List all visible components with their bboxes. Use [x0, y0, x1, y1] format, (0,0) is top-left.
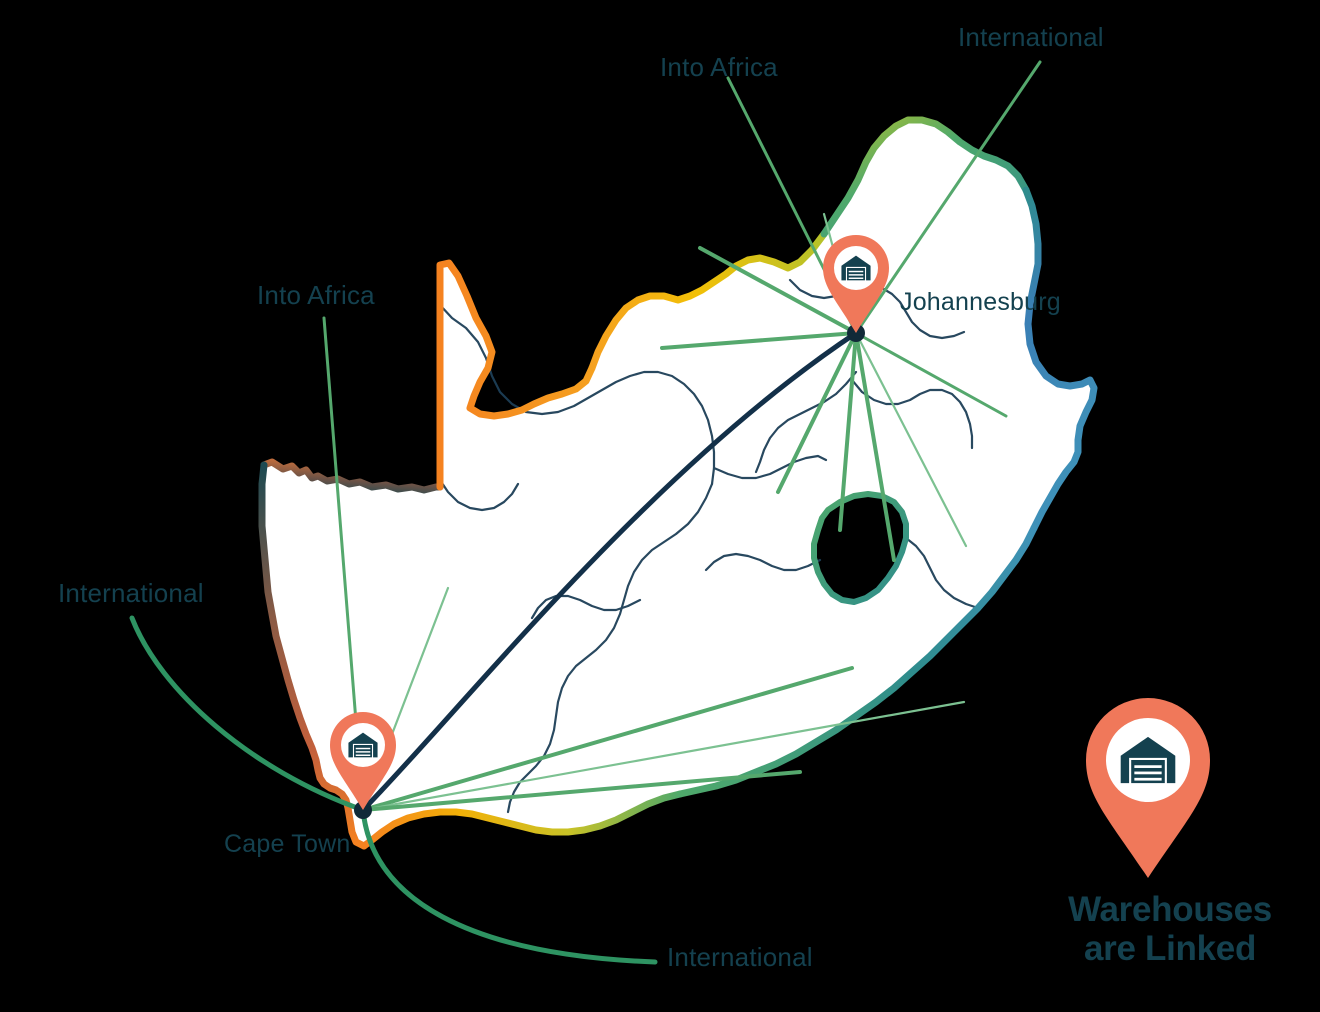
route-label-cpt-international: International — [58, 578, 204, 608]
route-jhb-southeast — [854, 331, 968, 548]
route-cpt-east-thin — [361, 700, 966, 812]
city-label-johannesburg: Johannesburg — [900, 288, 1061, 316]
route-label-cpt-into-africa: Into Africa — [257, 280, 375, 310]
route-jhb-northwest — [698, 246, 858, 335]
border-south — [360, 790, 684, 850]
route-label-jhb-international: International — [958, 22, 1104, 52]
route-jhb-south — [838, 331, 858, 532]
pin-inner-circle — [834, 246, 878, 290]
legend-caption-line1: Warehouses — [1068, 890, 1272, 929]
border-north — [588, 230, 828, 372]
route-jhb-west — [660, 331, 858, 350]
border-lesotho — [811, 491, 909, 605]
city-label-cape-town: Cape Town — [224, 830, 351, 858]
warehouse-icon — [1120, 736, 1176, 784]
route-jhb-far-south — [854, 331, 896, 562]
domestic-link — [360, 330, 859, 813]
legend-pin — [1086, 698, 1210, 878]
country-landmass — [262, 120, 1094, 846]
national-border — [258, 116, 1098, 850]
warehouse-icon — [841, 255, 871, 281]
province-boundaries — [438, 278, 980, 814]
route-cpt-east — [361, 770, 802, 812]
border-east — [1022, 186, 1098, 532]
border-northeast — [820, 116, 1030, 238]
route-jhb-east — [854, 331, 1008, 418]
route-cpt-ne-mid — [361, 666, 854, 812]
map-pin-cape-town[interactable] — [330, 712, 396, 810]
route-label-jhb-into-africa: Into Africa — [660, 52, 778, 82]
legend-caption-line2: are Linked — [1083, 929, 1257, 969]
route-jhb-southwest — [776, 331, 858, 494]
route-cpt-international — [129, 615, 366, 813]
border-northwest — [436, 259, 596, 491]
legend-caption: Warehouses are Linked — [1020, 890, 1320, 968]
route-label-cpt-international-south: International — [667, 942, 813, 972]
pin-inner-circle — [341, 723, 385, 767]
warehouse-icon — [348, 732, 378, 758]
map-pin-johannesburg[interactable] — [823, 235, 889, 333]
route-capetown-johannesburg — [360, 330, 859, 813]
route-cpt-international-south — [360, 807, 658, 965]
route-jhb-international — [854, 60, 1042, 335]
south-africa-fill — [262, 120, 1094, 846]
